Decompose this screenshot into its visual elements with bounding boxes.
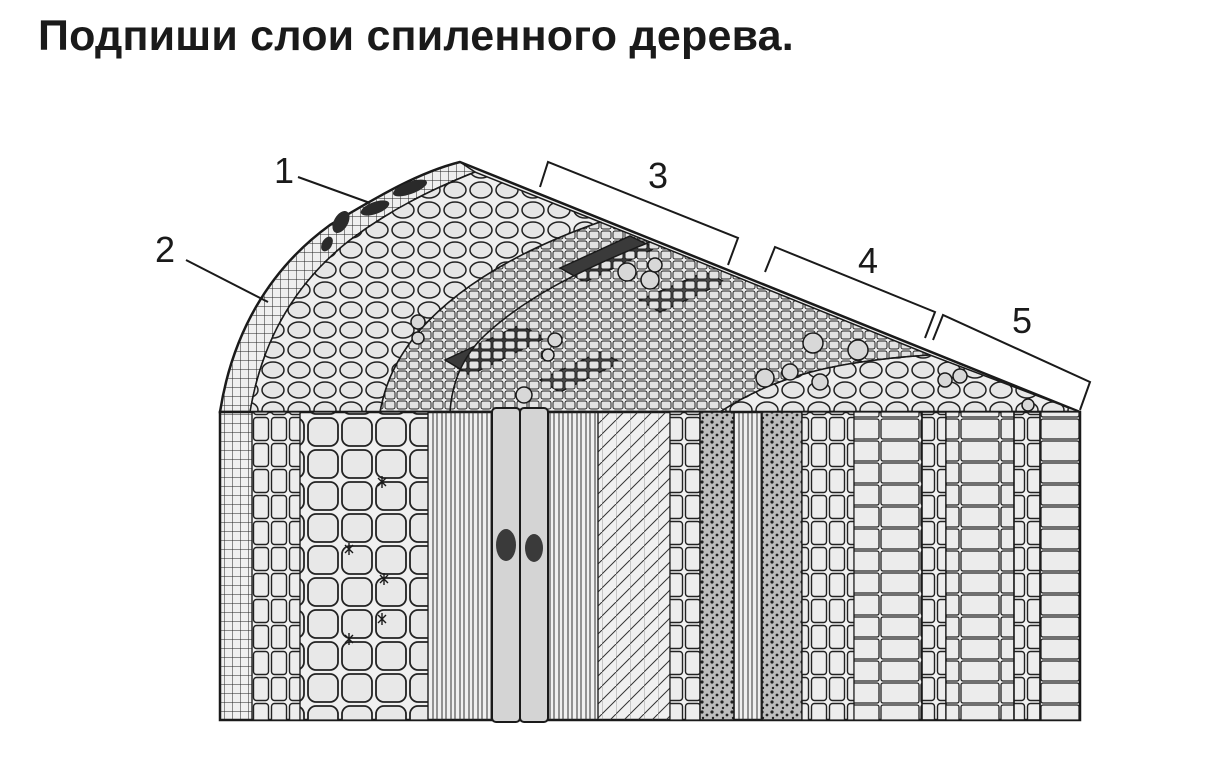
bracket-5	[932, 313, 1092, 411]
top-face	[218, 160, 1081, 414]
layer-label-2: 2	[155, 229, 175, 270]
layer-label-4: 4	[858, 240, 878, 281]
leader-line-1	[297, 176, 371, 204]
layer-label-3: 3	[648, 155, 668, 196]
bracket-4	[764, 245, 937, 339]
label-markers	[185, 160, 1092, 411]
layer-label-5: 5	[1012, 300, 1032, 341]
page-title: Подпиши слои спиленного дерева.	[38, 12, 794, 60]
front-face	[218, 407, 1082, 723]
bracket-3	[539, 160, 740, 266]
layer-label-1: 1	[274, 150, 294, 191]
layer-labels: 1 2 3 4 5	[155, 150, 1032, 341]
leader-line-2	[185, 259, 269, 303]
